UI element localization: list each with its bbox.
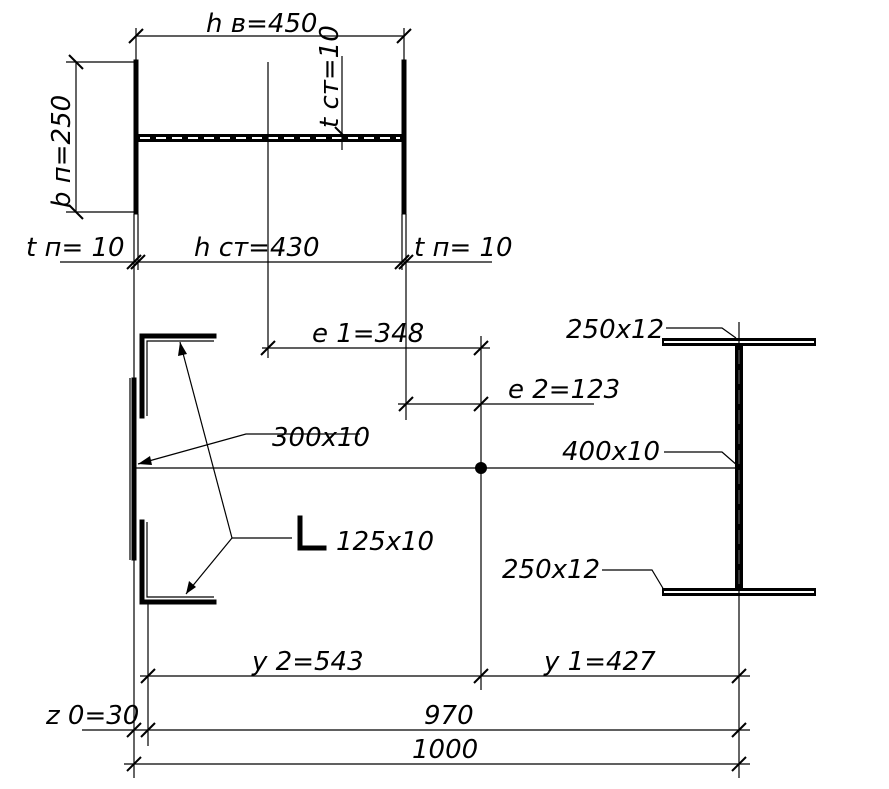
e1-label: e 1=348 [312, 319, 424, 349]
tick [473, 396, 489, 412]
tick [398, 396, 414, 412]
angle-lower [139, 519, 217, 605]
flange-top-leader [666, 327, 737, 339]
flange-top-label: 250x12 [566, 315, 664, 345]
web-400-label: 400x10 [562, 437, 660, 467]
angle-symbol-icon [297, 515, 327, 551]
tick [731, 756, 747, 772]
hst-label: h ст=430 [194, 233, 320, 263]
tick [394, 254, 410, 270]
top-section: h в=450 b п=250 t ст=10 t п= 10 h ст=430… [26, 9, 513, 778]
tick [68, 204, 84, 220]
tick [140, 722, 156, 738]
bottom-section: e 1=348 e 2=123 300x10 125x10 250x12 400… [45, 315, 816, 778]
tick [473, 668, 489, 684]
y1-label: y 1=427 [543, 647, 656, 677]
dim-970-label: 970 [424, 701, 474, 731]
angle-leader-up [179, 341, 233, 539]
tick [334, 126, 350, 142]
y2-label: y 2=543 [251, 647, 364, 677]
web-400-leader [664, 451, 739, 467]
angle-upper-inner [146, 340, 214, 416]
tick [126, 756, 142, 772]
tick [68, 54, 84, 70]
plate-300-leader [137, 433, 360, 465]
flange-bottom-leader [602, 569, 665, 591]
z0-label: z 0=30 [45, 701, 139, 731]
angle-upper [139, 333, 217, 419]
tp-left-label: t п= 10 [26, 233, 125, 263]
arrow-head [178, 342, 187, 356]
tick [128, 28, 144, 44]
tick [130, 254, 146, 270]
tick [140, 668, 156, 684]
flange-bottom-label: 250x12 [502, 555, 600, 585]
bp-label: b п=250 [47, 95, 77, 208]
hb-label: h в=450 [206, 9, 317, 39]
tick [731, 722, 747, 738]
tick [396, 28, 412, 44]
tick [473, 340, 489, 356]
angle-125-label: 125x10 [336, 527, 434, 557]
tick [731, 668, 747, 684]
plate-300-label: 300x10 [272, 423, 370, 453]
e2-label: e 2=123 [508, 375, 620, 405]
tick [398, 254, 414, 270]
tick [126, 722, 142, 738]
dim-1000-label: 1000 [412, 735, 478, 765]
tst-label: t ст=10 [315, 25, 345, 128]
arrow-head [186, 581, 196, 594]
tick [260, 340, 276, 356]
tp-right-label: t п= 10 [414, 233, 513, 263]
angle-lower-inner [146, 522, 214, 598]
angle-leader-down [185, 537, 233, 595]
arrow-head [138, 456, 152, 465]
tick [126, 254, 142, 270]
